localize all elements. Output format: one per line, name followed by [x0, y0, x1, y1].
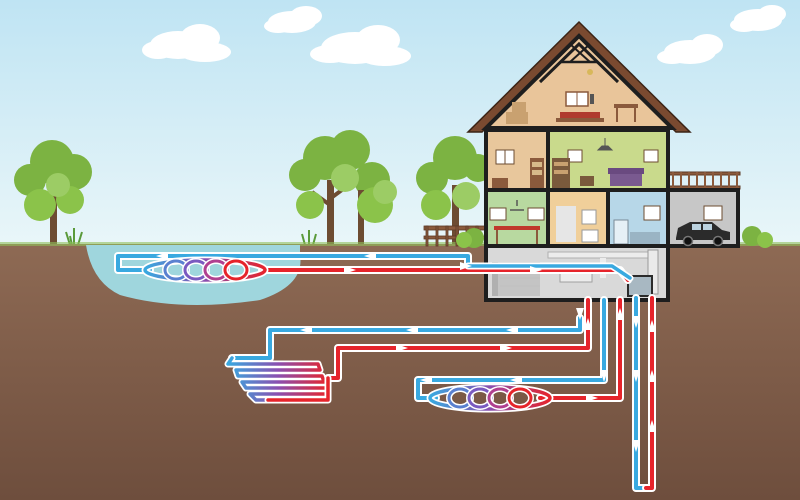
grass-tuft — [65, 228, 83, 246]
flow-arrow-icon — [156, 252, 168, 260]
flow-arrow-icon — [648, 320, 656, 332]
tree — [416, 136, 492, 245]
flow-arrow-icon — [616, 308, 624, 320]
vertical-well-loop — [632, 294, 656, 492]
flow-arrow-icon — [586, 394, 598, 402]
horizontal-slinky-loop — [224, 296, 592, 404]
shrub — [742, 226, 773, 248]
cloud — [730, 5, 786, 32]
cloud — [310, 25, 411, 66]
flow-arrow-icon — [364, 252, 376, 260]
flow-arrow-icon — [632, 316, 640, 328]
flow-arrow-icon — [648, 370, 656, 382]
deck — [423, 225, 487, 247]
flow-arrow-icon — [460, 262, 472, 270]
flow-arrow-icon — [632, 440, 640, 452]
grass-line — [0, 242, 800, 246]
flow-arrow-icon — [420, 376, 432, 384]
pond-loop — [114, 252, 634, 284]
attic-furniture — [506, 69, 638, 124]
flow-arrow-icon — [510, 376, 522, 384]
shrub — [456, 228, 484, 248]
roof — [466, 20, 692, 133]
flow-arrow-icon — [632, 370, 640, 382]
cloud — [657, 34, 723, 64]
flow-arrow-icon — [584, 318, 592, 330]
flow-arrow-icon — [500, 344, 512, 352]
flow-arrow-icon — [600, 370, 608, 382]
flow-arrow-icon — [530, 266, 542, 274]
clouds — [142, 5, 786, 66]
flow-arrow-icon — [648, 420, 656, 432]
cloud — [264, 6, 322, 33]
tree — [357, 180, 397, 245]
heat-pump-unit — [627, 275, 653, 297]
pipe-network — [114, 252, 656, 492]
horizontal-coil-loop — [414, 296, 624, 413]
flow-arrow-icon — [406, 326, 418, 334]
flow-arrow-icon — [344, 266, 356, 274]
flow-arrow-icon — [396, 344, 408, 352]
flow-arrow-icon — [300, 326, 312, 334]
flow-arrows — [156, 252, 656, 452]
car-icon — [676, 222, 730, 247]
flow-arrow-icon — [576, 308, 584, 320]
tree — [14, 140, 92, 247]
flow-arrow-icon — [506, 326, 518, 334]
cloud — [142, 24, 231, 62]
